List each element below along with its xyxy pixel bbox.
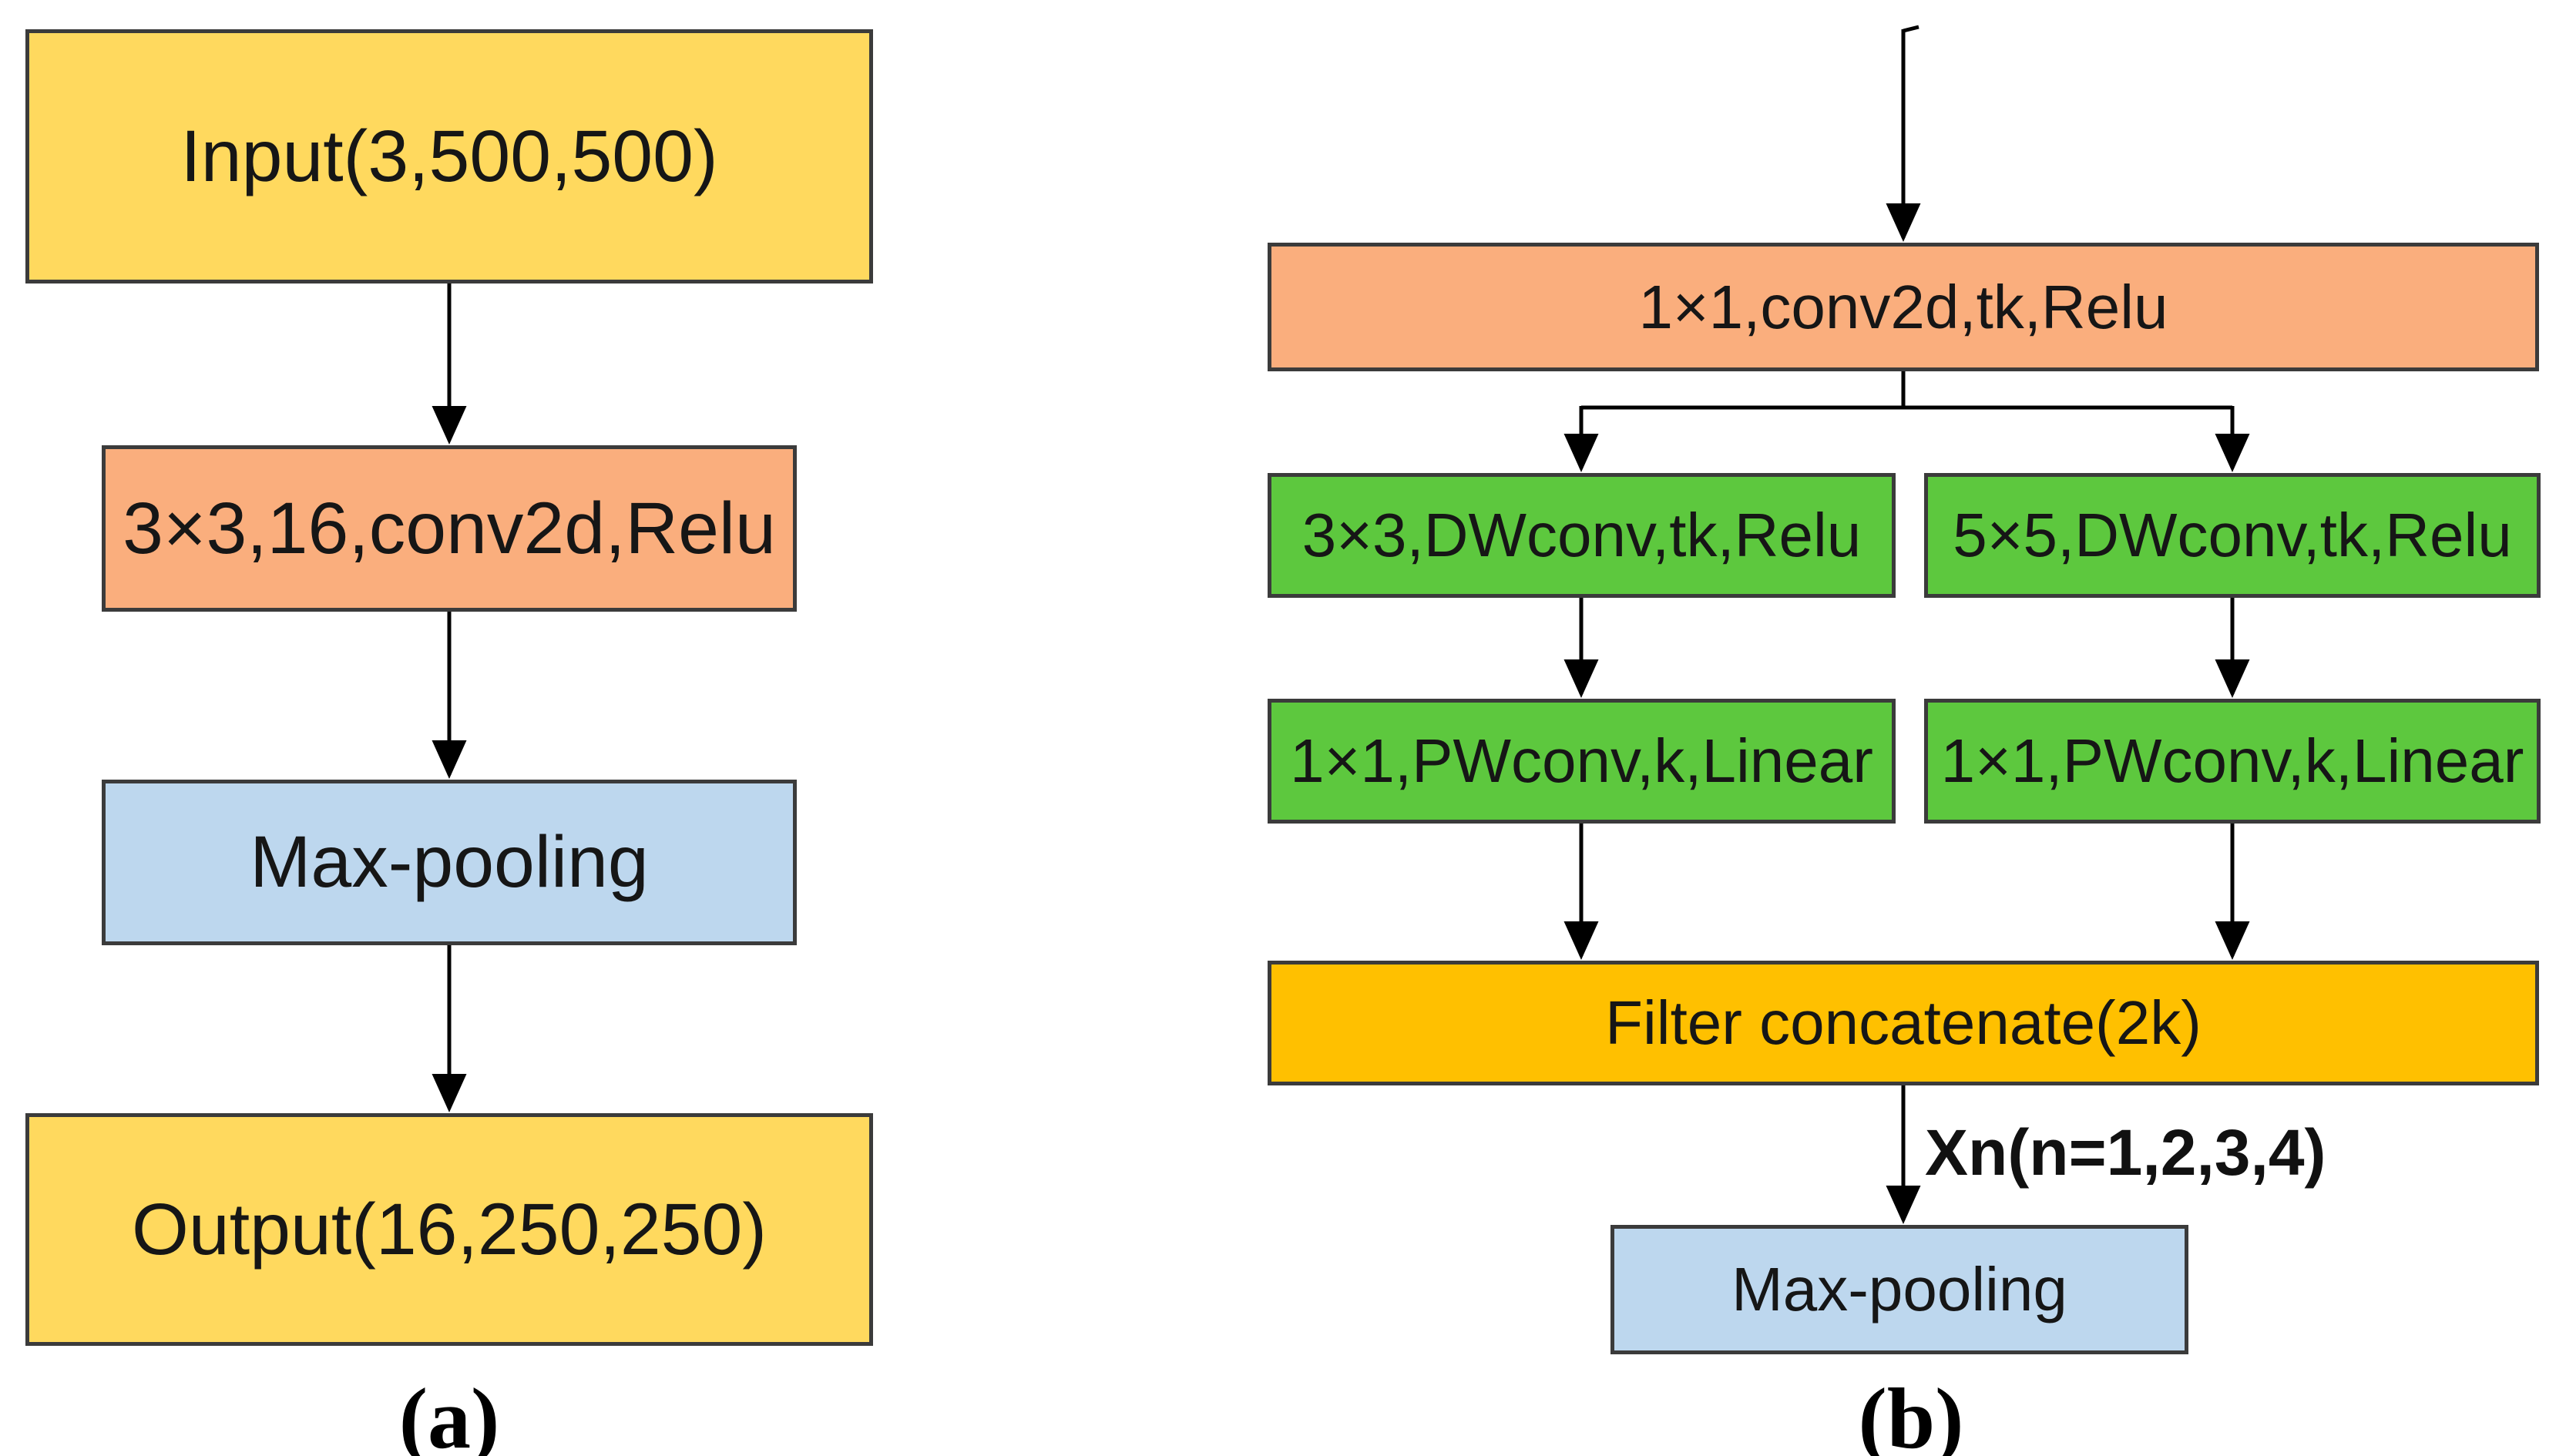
pwconv-left-box: 1×1,PWconv,k,Linear <box>1268 699 1896 824</box>
input-box: Input(3,500,500) <box>25 29 873 283</box>
repeat-count-label: Xn(n=1,2,3,4) <box>1925 1116 2326 1189</box>
max-pooling-box-b: Max-pooling <box>1610 1225 2188 1354</box>
output-box: Output(16,250,250) <box>25 1113 873 1346</box>
dwconv5x5-box: 5×5,DWconv,tk,Relu <box>1924 473 2541 598</box>
max-pooling-box-a: Max-pooling <box>102 780 797 945</box>
dwconv3x3-box: 3×3,DWconv,tk,Relu <box>1268 473 1896 598</box>
conv3x3-box: 3×3,16,conv2d,Relu <box>102 445 797 612</box>
panel-b-caption: (b) <box>1858 1371 1964 1456</box>
panel-a-caption: (a) <box>398 1371 500 1456</box>
pwconv-right-box: 1×1,PWconv,k,Linear <box>1924 699 2541 824</box>
arrow-entry-nub <box>1903 25 1919 33</box>
conv1x1-box: 1×1,conv2d,tk,Relu <box>1268 243 2539 371</box>
filter-concatenate-box: Filter concatenate(2k) <box>1268 961 2539 1085</box>
